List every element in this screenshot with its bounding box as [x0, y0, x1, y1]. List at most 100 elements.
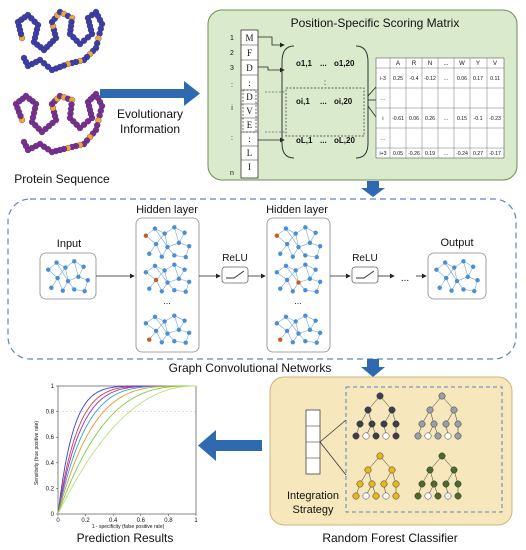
table-cell: ... [381, 136, 385, 142]
protein-bead [20, 138, 28, 146]
row-number: 1 [230, 35, 234, 42]
hidden2-graph-c-node [274, 321, 280, 326]
hidden2-graph-b-node [274, 270, 280, 275]
hidden1-graph-a-node [172, 253, 177, 258]
hidden1-graph-b-node [172, 287, 177, 293]
hidden1-graph-c-node [162, 319, 167, 324]
tree-node [442, 420, 450, 428]
hidden2-graph-a-node [283, 226, 289, 231]
tree-node [444, 432, 452, 440]
tree-node [362, 492, 370, 500]
hidden2-graph-c-node [293, 319, 298, 324]
input-graph-edge [56, 262, 69, 282]
tree-node [444, 492, 452, 500]
hidden1-graph-a-node [152, 226, 158, 231]
y-tick-label: 0.8 [46, 410, 55, 416]
tree-node [430, 480, 438, 488]
relu-box [221, 266, 249, 284]
evolutionary-label-2: Information [120, 122, 180, 136]
hidden1-graph-b-node [152, 263, 158, 269]
tree-node [424, 432, 432, 440]
table-cell: -0.24 [456, 151, 468, 157]
hidden2-dots: ... [294, 296, 302, 306]
protein-label: Protein Sequence [14, 172, 110, 186]
gcn-hidden2-label: Hidden layer [266, 204, 328, 216]
tree-node [376, 392, 384, 400]
residue: M [245, 33, 253, 43]
hidden1-graph-b-edge [154, 265, 168, 283]
hidden1-graph-c-edge [154, 316, 168, 334]
table-cell: 0.27 [473, 151, 483, 157]
tree-node [382, 432, 390, 440]
hidden2-graph-b-node [290, 289, 295, 294]
hidden1-graph-c-edge [174, 315, 180, 330]
tree-node [392, 420, 400, 428]
hidden1-graph-b-node [159, 289, 164, 294]
y-tick-label: 0.6 [46, 435, 55, 441]
roc-curve [57, 385, 196, 515]
table-cell: ... [444, 76, 448, 82]
x-tick-label: 1 [194, 518, 198, 524]
hidden1-graph-b-node [172, 262, 177, 267]
gcn-hidden1-box [135, 217, 200, 353]
hidden2-graph-c-node [284, 328, 290, 334]
row-number: 3 [230, 65, 234, 72]
hidden1-graph-c-node [143, 321, 149, 326]
tree-node [418, 420, 426, 428]
residue: : [248, 134, 251, 144]
hidden1-graph-b-node [165, 280, 170, 285]
output-graph-node [461, 259, 466, 264]
tree-node [356, 480, 364, 488]
x-tick-label: 0.2 [81, 518, 90, 524]
tree-node [382, 492, 390, 500]
hidden1-graph-a-node [162, 231, 167, 236]
evolutionary-arrow [100, 81, 200, 106]
table-cell: i+3 [379, 151, 386, 157]
hidden2-graph-b-node [307, 276, 313, 281]
hidden1-graph-c-node [182, 318, 187, 323]
tree-node [442, 480, 450, 488]
input-graph-edge [73, 261, 79, 277]
rf-trees [352, 392, 462, 500]
input-graph-node [85, 278, 90, 283]
hidden2-graph-a-node [296, 244, 301, 250]
hidden2-graph-c-node [314, 340, 319, 345]
hidden1-graph-a-node [186, 244, 192, 249]
hidden1-graph-a-edge [155, 233, 165, 245]
residue: F [247, 48, 252, 58]
output-graph-node [471, 264, 476, 269]
tree-node [364, 406, 372, 414]
tree-node [430, 420, 438, 428]
protein-illustration [12, 8, 106, 156]
hidden1-graph-a-node [147, 251, 152, 256]
hidden2-graph-b-node [296, 280, 301, 285]
tree-node [372, 432, 380, 440]
pssm-table-cells: i-3 0.25 -0.4 -0.12 ... 0.06 0.17 0.11 .… [379, 76, 501, 157]
output-graph-node [434, 267, 439, 272]
hidden1-graph-c-node [172, 313, 177, 318]
y-tick-label: 0 [51, 512, 55, 518]
tree-node [380, 420, 388, 428]
output-graph-node [461, 287, 466, 292]
table-cell: 0.26 [425, 116, 435, 122]
hidden2-graph-a-edge [286, 233, 296, 245]
output-graph-node [472, 288, 477, 294]
tree-node [372, 492, 380, 500]
feature-matrix: : [265, 45, 369, 159]
gcn-ellipsis: ... [401, 273, 409, 284]
x-tick-label: 0 [56, 518, 60, 524]
tree-node [364, 466, 372, 474]
table-header: ... [443, 61, 448, 67]
hidden2-graph-b-node [278, 286, 283, 291]
hidden1-graph-c-node [159, 340, 164, 345]
hidden1-graph-a-node [172, 225, 177, 230]
tree-node [352, 492, 360, 500]
hidden1-graph-b-node [186, 279, 192, 284]
tree-node [356, 420, 364, 428]
gcn-caption: Graph Convolutional Networks [169, 361, 332, 375]
hidden1-graph-a-edge [145, 235, 157, 245]
hidden1-dots: ... [163, 296, 171, 306]
input-graph-node [72, 287, 77, 292]
hidden2-graph-a-node [313, 230, 318, 235]
residue: D [246, 92, 253, 102]
